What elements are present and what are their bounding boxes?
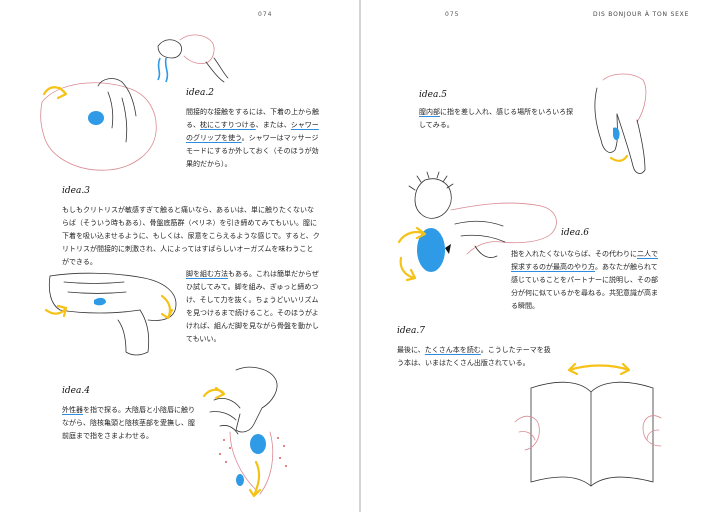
idea-2-highlight-shower: シャワーのグリップを使う <box>186 121 319 142</box>
right-page: 075 DIS BONJOUR À TON SEXE idea.5 膣内部に指を… <box>361 0 720 512</box>
idea-3-paragraph-1: もしもクリトリスが敏感すぎて触ると痛いなら、あるいは、単に触りたくないならば（そ… <box>62 206 320 266</box>
idea-2-text-part: 間接的な接触をするには、下着の上から触る、 <box>186 108 319 129</box>
fingers-illustration <box>594 73 647 174</box>
idea-6-text-part: 。あなたが触られて感じていることをパートナーに説明し、その部分が何に似ているかを… <box>511 263 658 310</box>
idea-4-highlight-vulva: 外性器 <box>62 406 83 414</box>
pillow-hand-illustration <box>40 78 157 171</box>
idea-7-text-part: 。こうしたテーマを扱う本は、いまはたくさん出版されている。 <box>397 346 551 367</box>
crossed-legs-illustration <box>44 272 177 356</box>
page-gutter <box>359 0 361 512</box>
idea-2-highlight-pillow: 枕にこすりつける <box>200 121 256 129</box>
idea-6-highlight-together: 二人で探求するのが最高のやり方 <box>511 250 658 271</box>
page-number-left: 074 <box>258 11 273 18</box>
idea-2-text: 間接的な接触をするには、下着の上から触る、枕にこすりつける、または、シャワーのグ… <box>186 106 320 171</box>
idea-5-heading: idea.5 <box>419 90 447 100</box>
idea-5-text-part: に指を差し入れ、感じる場所をいろいろ探してみる。 <box>419 108 574 129</box>
idea-6-heading: idea.6 <box>561 228 589 238</box>
idea-7-heading: idea.7 <box>397 326 425 336</box>
hand-touch-illustration <box>202 366 287 498</box>
idea-5-highlight-vagina: 膣内部 <box>419 108 440 116</box>
page-number-right: 075 <box>445 11 460 18</box>
idea-6-text: 指を入れたくないならば、その代わりに二人で探求するのが最高のやり方。あなたが触ら… <box>511 248 661 313</box>
idea-7-text-part: 最後に、 <box>397 346 425 354</box>
idea-4-heading: idea.4 <box>62 386 90 396</box>
idea-2-text-part: 、または、 <box>255 121 291 129</box>
idea-2-text-part: 。シャワーはマッサージモードにするか外しておく（そのほうが効果的だから）。 <box>186 134 319 168</box>
partner-hand-illustration <box>397 171 557 282</box>
idea-3-heading: idea.3 <box>62 186 90 196</box>
open-book-illustration <box>514 362 662 487</box>
idea-3-text-part: もある。これは簡単だからぜひ試してみて。脚を組み、ぎゅっと締めつけ、そして力を抜… <box>186 270 319 343</box>
idea-7-text: 最後に、たくさん本を読む。こうしたテーマを扱う本は、いまはたくさん出版されている… <box>397 344 557 370</box>
shower-hand-illustration <box>157 34 229 83</box>
left-page: 074 idea.2 間接的な接触をするには、下着の上から触る、枕にこすりつける… <box>0 0 359 512</box>
running-header-title: DIS BONJOUR À TON SEXE <box>593 11 690 18</box>
idea-5-text: 膣内部に指を差し入れ、感じる場所をいろいろ探してみる。 <box>419 106 579 132</box>
idea-7-highlight-books: たくさん本を読む <box>424 346 481 354</box>
idea-4-text: 外性器を指で探る。大陰唇と小陰唇に触りながら、陰核亀頭と陰核茎部を愛撫し、膣前庭… <box>62 404 200 443</box>
idea-6-text-part: 指を入れたくないならば、その代わりに <box>511 250 637 258</box>
idea-4-text-part: を指で探る。大陰唇と小陰唇に触りながら、陰核亀頭と陰核茎部を愛撫し、膣前庭まで指… <box>62 406 195 440</box>
idea-2-heading: idea.2 <box>186 88 214 98</box>
idea-3-paragraph-2: 脚を組む方法もある。これは簡単だからぜひ試してみて。脚を組み、ぎゅっと締めつけ、… <box>186 268 320 346</box>
idea-3-highlight-legs: 脚を組む方法 <box>186 270 228 278</box>
